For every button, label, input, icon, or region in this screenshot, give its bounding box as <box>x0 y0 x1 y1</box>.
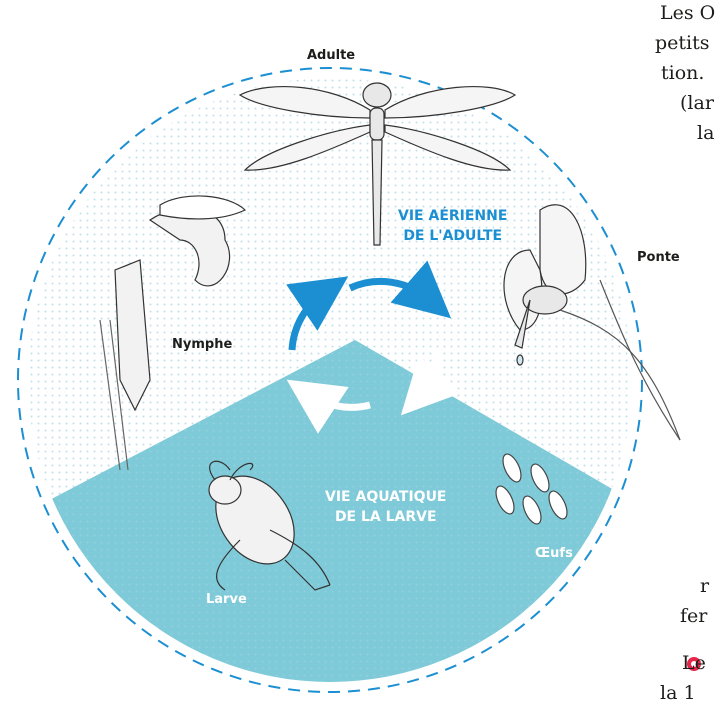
side-text-line6: r <box>700 575 709 597</box>
zone-label-aerial: VIE AÉRIENNE DE L'ADULTE <box>398 206 507 246</box>
zone-label-aquatic: VIE AQUATIQUE DE LA LARVE <box>325 487 447 527</box>
side-text-line1: Les O <box>660 2 715 24</box>
stage-label-oeufs: Œufs <box>535 546 573 561</box>
zone-aquatic-line1: VIE AQUATIQUE <box>325 487 447 507</box>
zone-aerial-line1: VIE AÉRIENNE <box>398 206 507 226</box>
side-text-line2: petits <box>655 32 710 54</box>
stage-label-nymphe: Nymphe <box>172 337 232 352</box>
side-text-line4: (lar <box>680 92 714 114</box>
stage-label-larve: Larve <box>206 592 247 607</box>
zone-aerial-line2: DE L'ADULTE <box>398 226 507 246</box>
side-text-line5: la <box>697 122 714 144</box>
side-text-line7: fer <box>680 605 707 627</box>
zone-aquatic-line2: DE LA LARVE <box>325 507 447 527</box>
side-text-line8: Le <box>682 652 706 674</box>
side-text-line3: tion. <box>661 62 704 84</box>
stage-label-adulte: Adulte <box>307 48 355 63</box>
stage-label-ponte: Ponte <box>637 250 680 265</box>
side-text-line9: la 1 <box>660 682 696 704</box>
